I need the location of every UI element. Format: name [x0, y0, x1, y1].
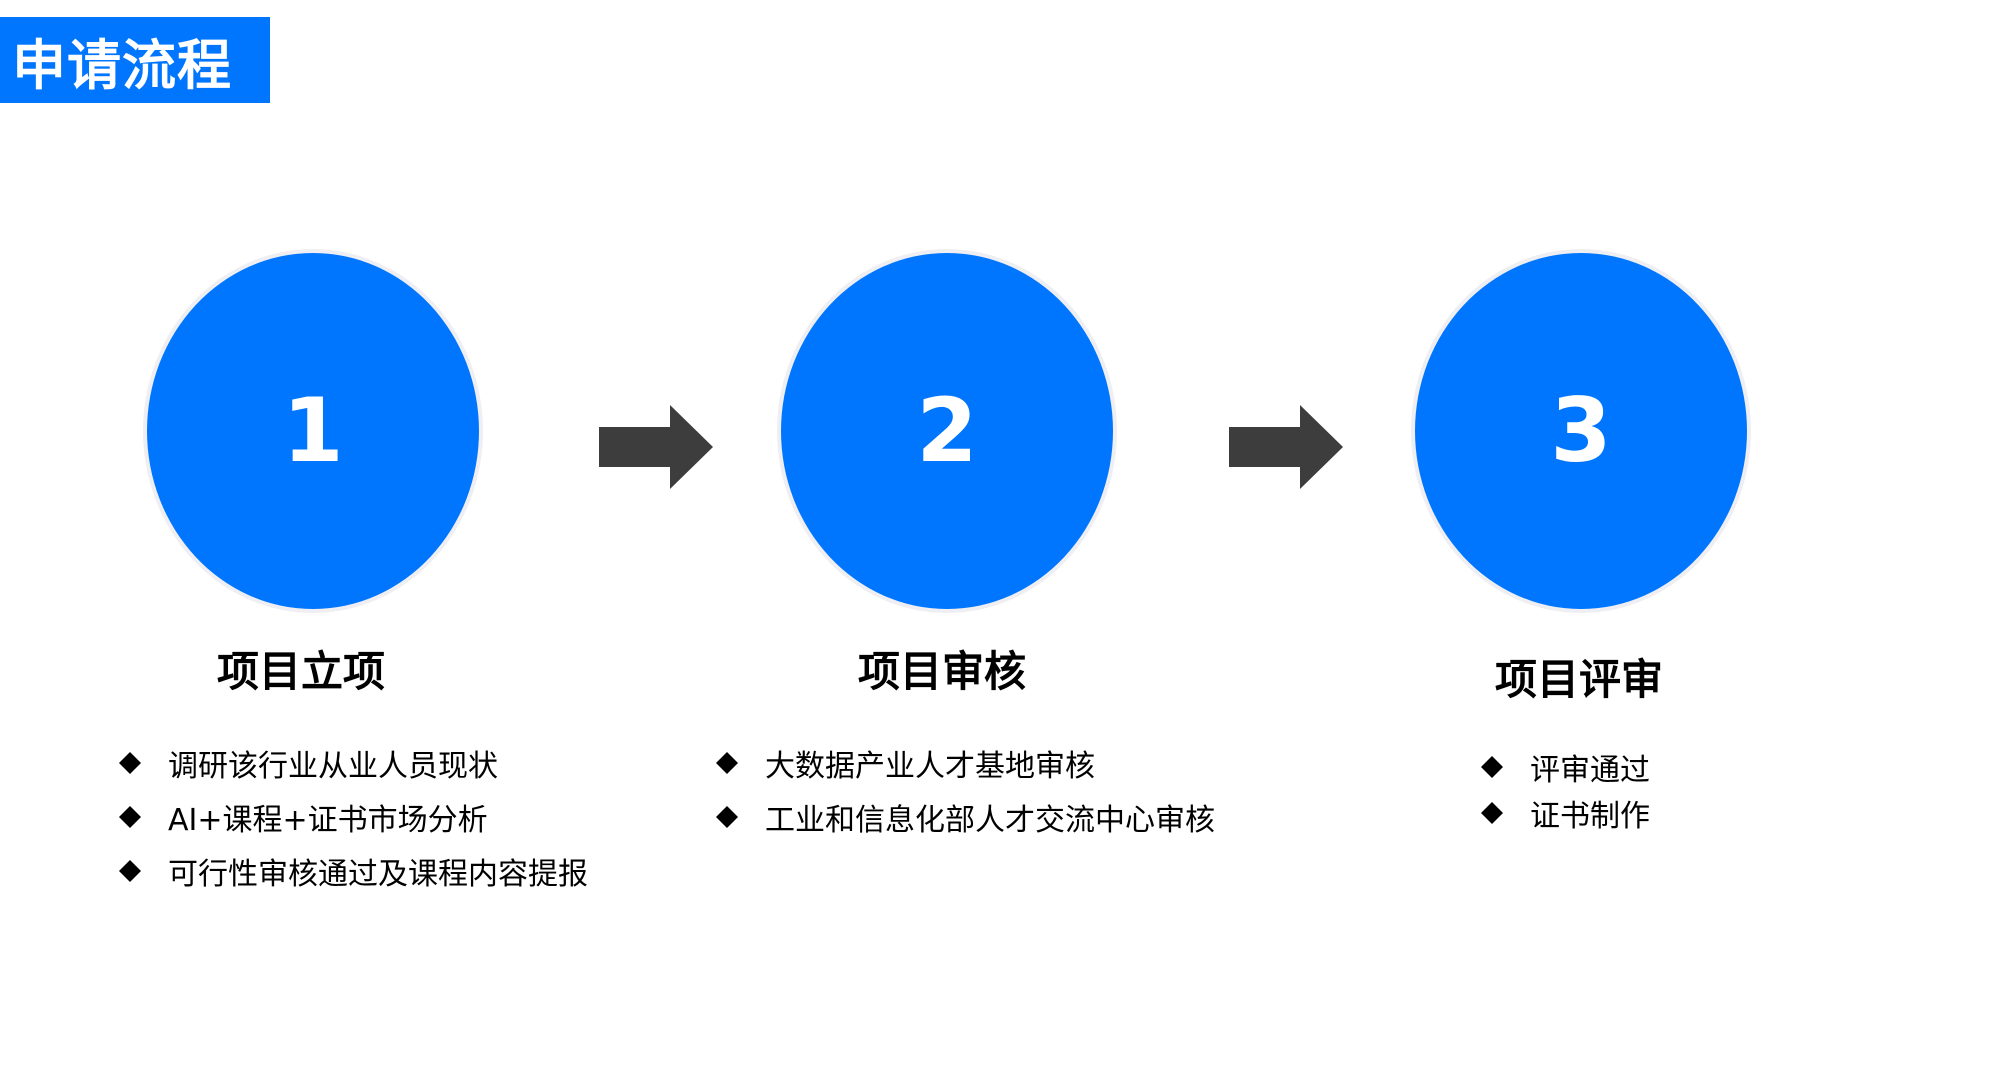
step-3-item-2: 证书制作 — [1530, 799, 1650, 834]
step-2-number: 2 — [916, 379, 978, 482]
step-1-item-3: 可行性审核通过及课程内容提报 — [168, 857, 588, 892]
step-3-list: 评审通过 证书制作 — [1472, 744, 1650, 836]
diamond-bullet-icon — [716, 806, 738, 828]
diamond-bullet-icon — [1481, 802, 1503, 824]
step-1-circle: 1 — [147, 253, 479, 609]
step-1-item-2: AI+课程+证书市场分析 — [168, 803, 488, 838]
diamond-bullet-icon — [119, 860, 141, 882]
step-3-item-1: 评审通过 — [1530, 753, 1650, 788]
diamond-bullet-icon — [716, 752, 738, 774]
step-3-number: 3 — [1550, 379, 1612, 482]
title-bar: 申请流程 — [0, 17, 270, 103]
list-item: AI+课程+证书市场分析 — [110, 790, 588, 844]
step-2-item-2: 工业和信息化部人才交流中心审核 — [765, 803, 1215, 838]
step-2-title: 项目审核 — [857, 647, 1026, 696]
list-item: 评审通过 — [1472, 744, 1650, 790]
step-2-circle: 2 — [781, 253, 1113, 609]
list-item: 工业和信息化部人才交流中心审核 — [707, 790, 1215, 844]
step-2-list: 大数据产业人才基地审核 工业和信息化部人才交流中心审核 — [707, 736, 1215, 844]
page-title: 申请流程 — [12, 33, 232, 97]
list-item: 调研该行业从业人员现状 — [110, 736, 588, 790]
diamond-bullet-icon — [119, 752, 141, 774]
step-1-item-1: 调研该行业从业人员现状 — [168, 749, 498, 784]
step-1-list: 调研该行业从业人员现状 AI+课程+证书市场分析 可行性审核通过及课程内容提报 — [110, 736, 588, 898]
right-arrow-icon — [599, 405, 713, 489]
diamond-bullet-icon — [119, 806, 141, 828]
right-arrow-icon — [1229, 405, 1343, 489]
step-3-circle: 3 — [1415, 253, 1747, 609]
list-item: 证书制作 — [1472, 790, 1650, 836]
list-item: 大数据产业人才基地审核 — [707, 736, 1215, 790]
step-2-item-1: 大数据产业人才基地审核 — [765, 749, 1095, 784]
list-item: 可行性审核通过及课程内容提报 — [110, 844, 588, 898]
diamond-bullet-icon — [1481, 756, 1503, 778]
step-3-title: 项目评审 — [1494, 655, 1663, 704]
step-1-number: 1 — [282, 379, 344, 482]
step-1-title: 项目立项 — [216, 647, 385, 696]
